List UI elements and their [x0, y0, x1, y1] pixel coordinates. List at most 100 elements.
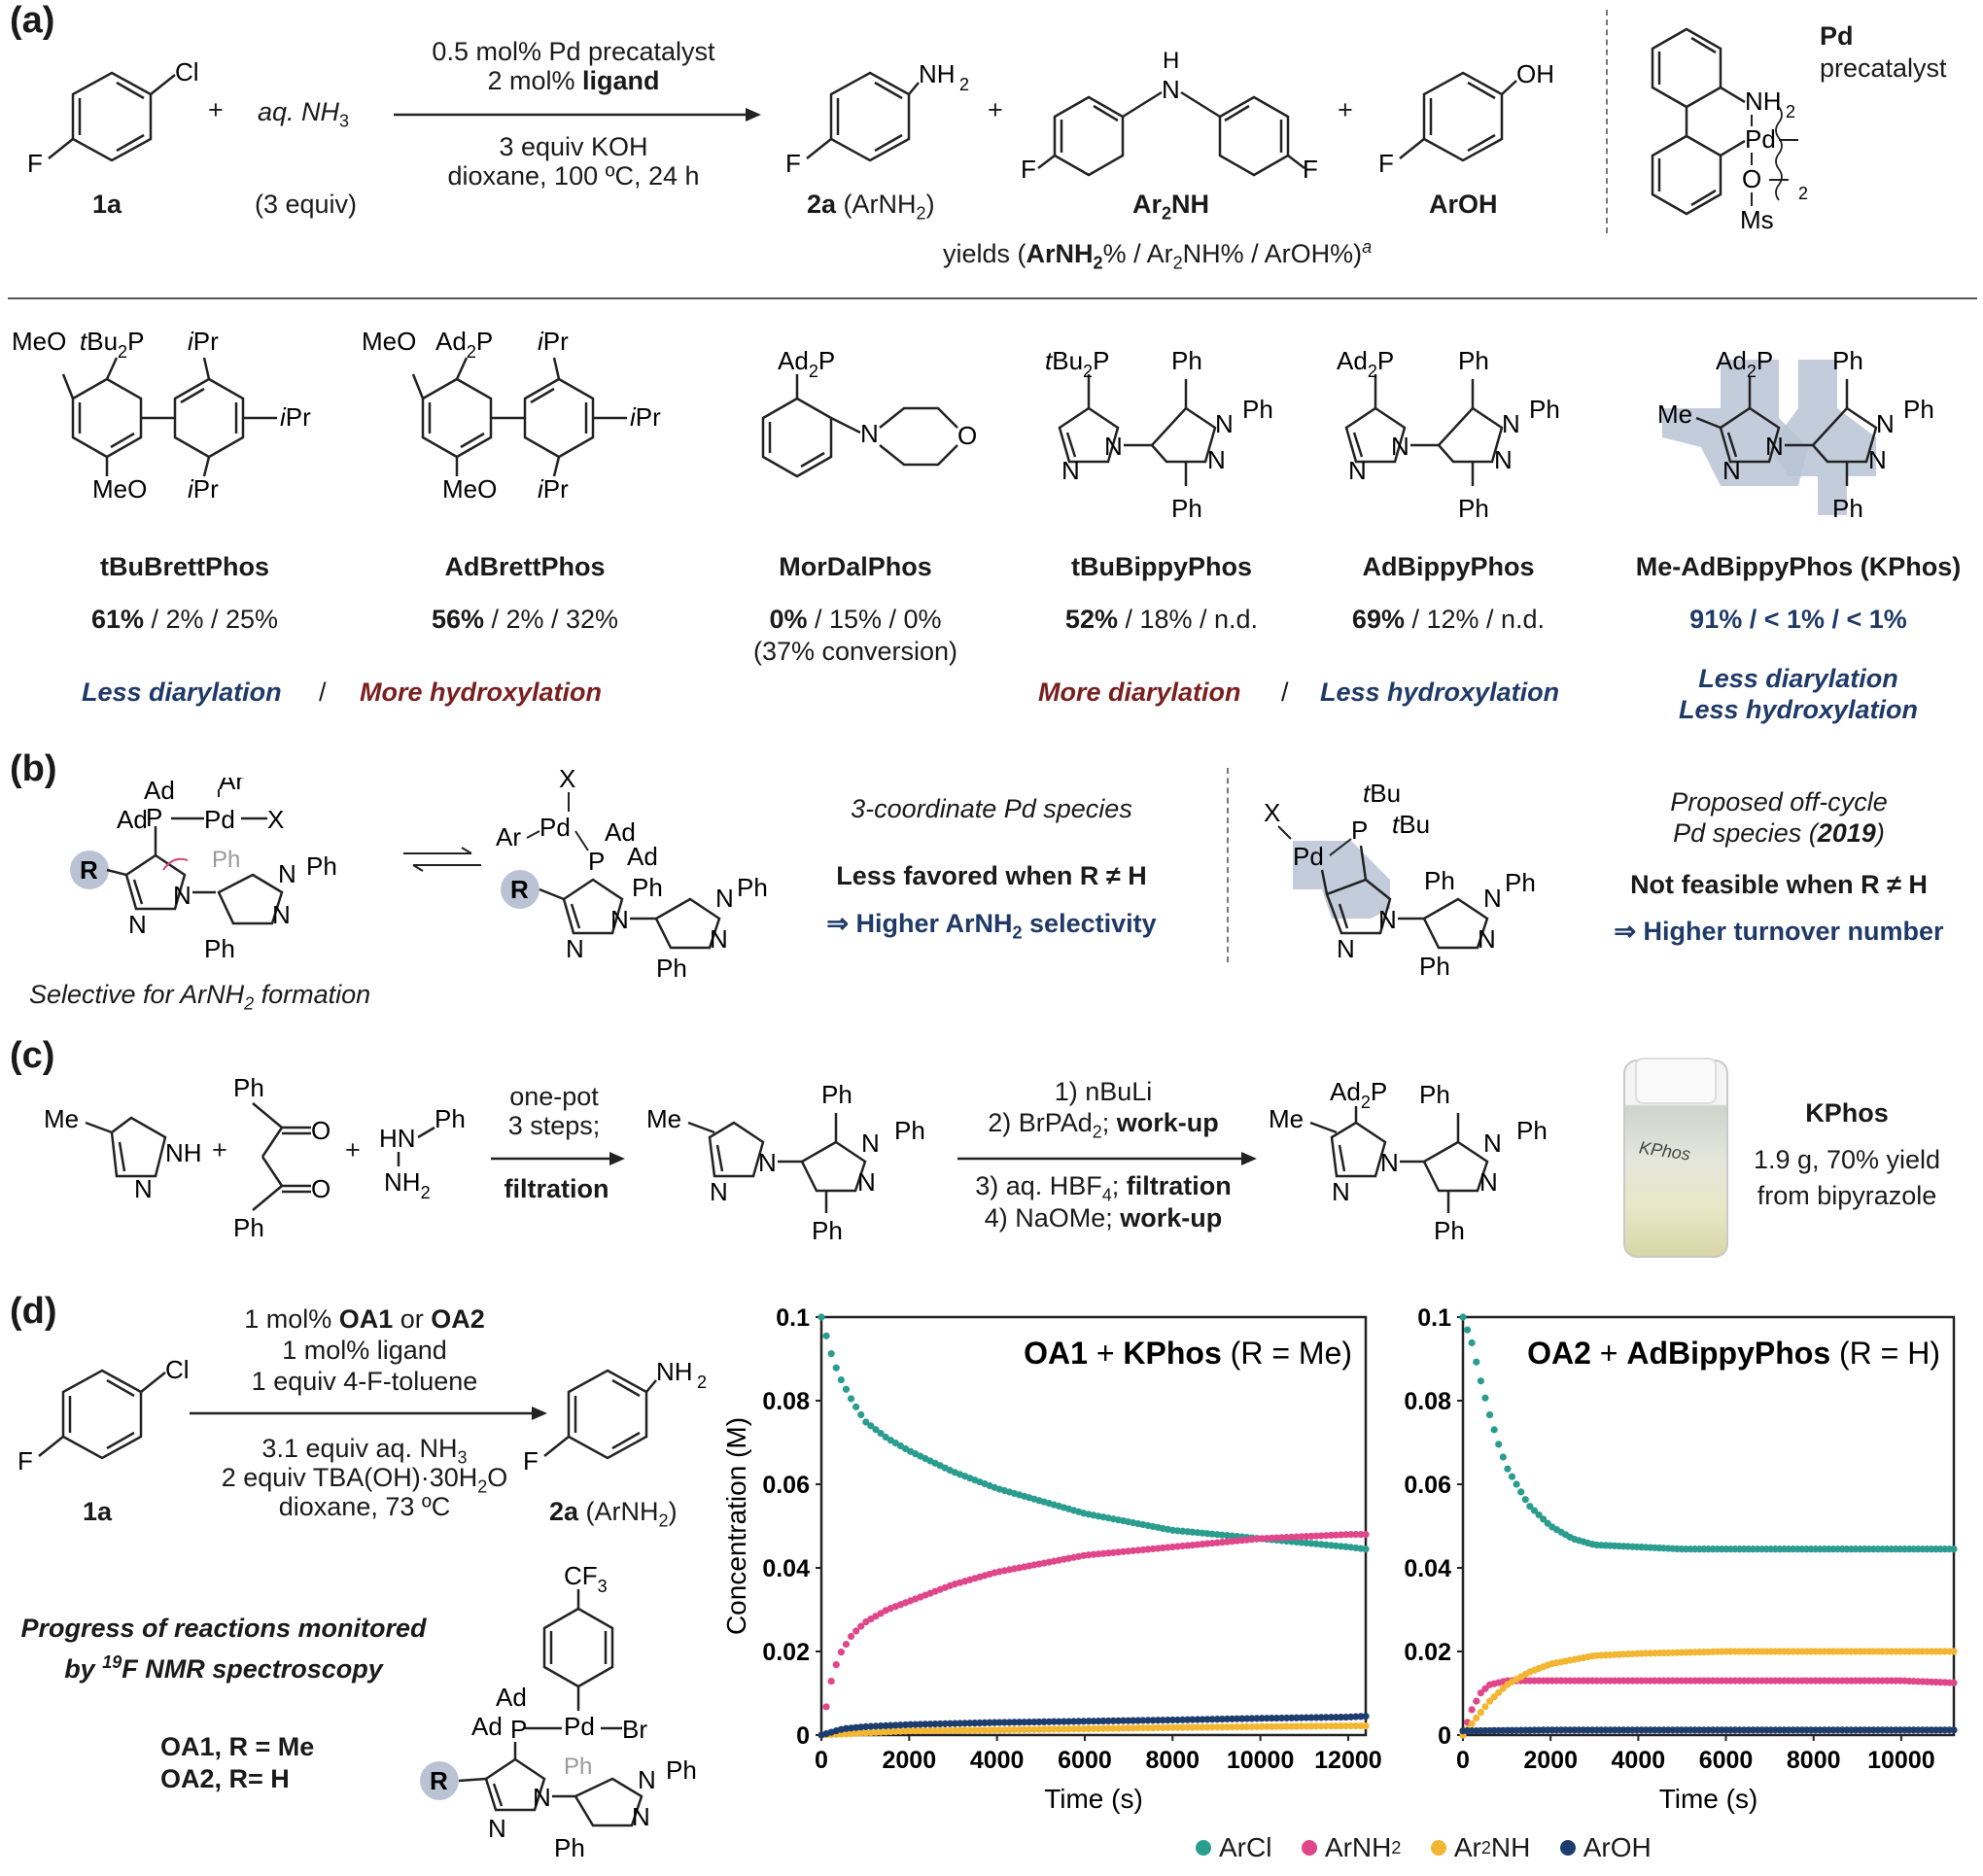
- ligand-yield-adbrettphos: 56% / 2% / 32%: [379, 605, 671, 635]
- data-point: [1194, 1716, 1201, 1723]
- data-point: [1303, 1722, 1310, 1730]
- data-point: [862, 1722, 870, 1730]
- data-point: [1322, 1722, 1330, 1730]
- step-one-pot: one-pot: [509, 1082, 599, 1111]
- data-point: [1021, 1725, 1028, 1734]
- series-arnh2: [818, 1531, 1370, 1739]
- reagent-sub: 3: [339, 111, 350, 131]
- x-tick-label: 0: [815, 1747, 828, 1774]
- svg-text:iPr: iPr: [538, 327, 569, 356]
- condition-ligand-amount: 2 mol%: [487, 66, 583, 95]
- svg-text:iPr: iPr: [280, 402, 311, 432]
- structure-methylpyrazole: Me NH N: [44, 1104, 202, 1203]
- data-point: [1021, 1719, 1028, 1726]
- data-point: [1263, 1534, 1270, 1543]
- data-point: [1268, 1534, 1275, 1542]
- legend-post-ar2nh: NH: [1490, 1832, 1531, 1862]
- data-point: [1130, 1724, 1137, 1732]
- reagent-equiv: (3 equiv): [255, 190, 358, 219]
- data-point: [872, 1728, 880, 1736]
- data-point: [1213, 1716, 1221, 1723]
- series-arcl: [818, 1313, 1370, 1553]
- ligand-yield-tbubippyphos: 52% / 18% / n.d.: [1016, 605, 1307, 635]
- svg-text:Ph: Ph: [1419, 952, 1450, 977]
- data-point: [1362, 1721, 1370, 1730]
- data-point: [1114, 1717, 1123, 1724]
- svg-text:Ar: Ar: [219, 778, 244, 795]
- svg-text:iPr: iPr: [188, 474, 219, 504]
- svg-text:F: F: [1378, 149, 1394, 178]
- series-arnh2: [1459, 1677, 1958, 1739]
- svg-text:N: N: [1479, 1167, 1498, 1197]
- kphos-vial-photo: KPhos: [1623, 1058, 1728, 1258]
- data-point: [867, 1422, 875, 1430]
- svg-text:Ad: Ad: [117, 805, 148, 834]
- svg-text:N: N: [173, 881, 191, 910]
- data-point: [1095, 1718, 1102, 1725]
- svg-text:N: N: [1483, 884, 1502, 913]
- selective-pre: Selective for ArNH: [29, 980, 245, 1009]
- data-point: [1010, 1725, 1019, 1734]
- higher-selectivity-label: ⇒ Higher ArNH2 selectivity: [783, 909, 1200, 943]
- kphos-label: KPhos: [1805, 1098, 1889, 1128]
- data-point: [872, 1426, 880, 1434]
- data-point: [907, 1727, 915, 1735]
- y-tick-label: 0.02: [1404, 1639, 1451, 1666]
- legend-dot-ar2nh: [1430, 1840, 1446, 1856]
- svg-text:N: N: [1483, 1129, 1502, 1158]
- progress2-post: F NMR spectroscopy: [122, 1654, 383, 1684]
- plus-sign-3: +: [1338, 95, 1353, 124]
- d-cond5-sub: 2: [477, 1476, 488, 1497]
- data-point: [1026, 1725, 1033, 1733]
- d-prod-sub: 2: [658, 1511, 669, 1531]
- data-point: [1085, 1718, 1093, 1725]
- yields-prefix: yields (: [943, 239, 1026, 268]
- kphos-yield-1: 1.9 g, 70% yield: [1753, 1145, 1941, 1174]
- x-tick-label: 10000: [1227, 1747, 1295, 1774]
- s2-post: ;: [1101, 1108, 1117, 1137]
- diarylamine-sub: 2: [1162, 203, 1172, 224]
- data-point: [1040, 1718, 1048, 1726]
- substrate-label-1a-d: 1a: [83, 1497, 113, 1526]
- oa1-definition: OA1, R = Me: [160, 1732, 315, 1761]
- data-point: [976, 1719, 984, 1727]
- pd-precatalyst-subtitle: precatalyst: [1820, 53, 1947, 83]
- svg-text:tBu2P: tBu2P: [80, 327, 144, 362]
- data-point: [1477, 1689, 1484, 1697]
- structure-kphos-product: Me Ad2P N N Ph N Ph N Ph: [1269, 1077, 1548, 1245]
- data-point: [1327, 1531, 1335, 1540]
- data-point: [1228, 1723, 1236, 1731]
- svg-text:Ph: Ph: [554, 1833, 585, 1862]
- kphos-yield-2: from bipyrazole: [1757, 1181, 1937, 1210]
- y-tick-label: 0.04: [1404, 1555, 1451, 1582]
- chart-title: OA1 + KPhos (R = Me): [1024, 1336, 1352, 1371]
- data-point: [912, 1727, 920, 1735]
- data-point: [1035, 1718, 1043, 1726]
- data-point: [1293, 1714, 1301, 1721]
- legend-sub-ar2nh: 2: [1480, 1837, 1491, 1858]
- yield-rest: / 15% / 0%: [807, 605, 942, 634]
- data-point: [995, 1719, 1003, 1726]
- data-point: [1258, 1535, 1266, 1543]
- data-point: [1288, 1533, 1296, 1541]
- data-point: [926, 1726, 934, 1735]
- y-tick-label: 0: [796, 1722, 810, 1750]
- svg-text:Ph: Ph: [666, 1755, 697, 1785]
- d-cond1-pre: 1 mol%: [244, 1304, 339, 1334]
- divider-dashed-b: [1227, 768, 1229, 962]
- data-point: [946, 1726, 954, 1734]
- x-tick-label: 0: [1456, 1747, 1470, 1774]
- yield-bold: 61%: [90, 605, 144, 634]
- data-point: [1179, 1716, 1187, 1723]
- data-point: [877, 1430, 885, 1438]
- step-3-hbf4: 3) aq. HBF4; filtration: [957, 1171, 1249, 1205]
- step-filtration: filtration: [504, 1174, 609, 1203]
- data-point: [1050, 1718, 1058, 1725]
- x-tick-label: 4000: [970, 1747, 1025, 1774]
- data-point: [1459, 1313, 1467, 1321]
- reagent-ammonia: aq. NH3: [258, 97, 349, 131]
- note-less-diarylation: Less diarylation: [82, 677, 282, 707]
- x-tick-label: 12000: [1314, 1747, 1382, 1774]
- svg-text:Ph: Ph: [821, 1080, 852, 1109]
- data-point: [1352, 1531, 1360, 1539]
